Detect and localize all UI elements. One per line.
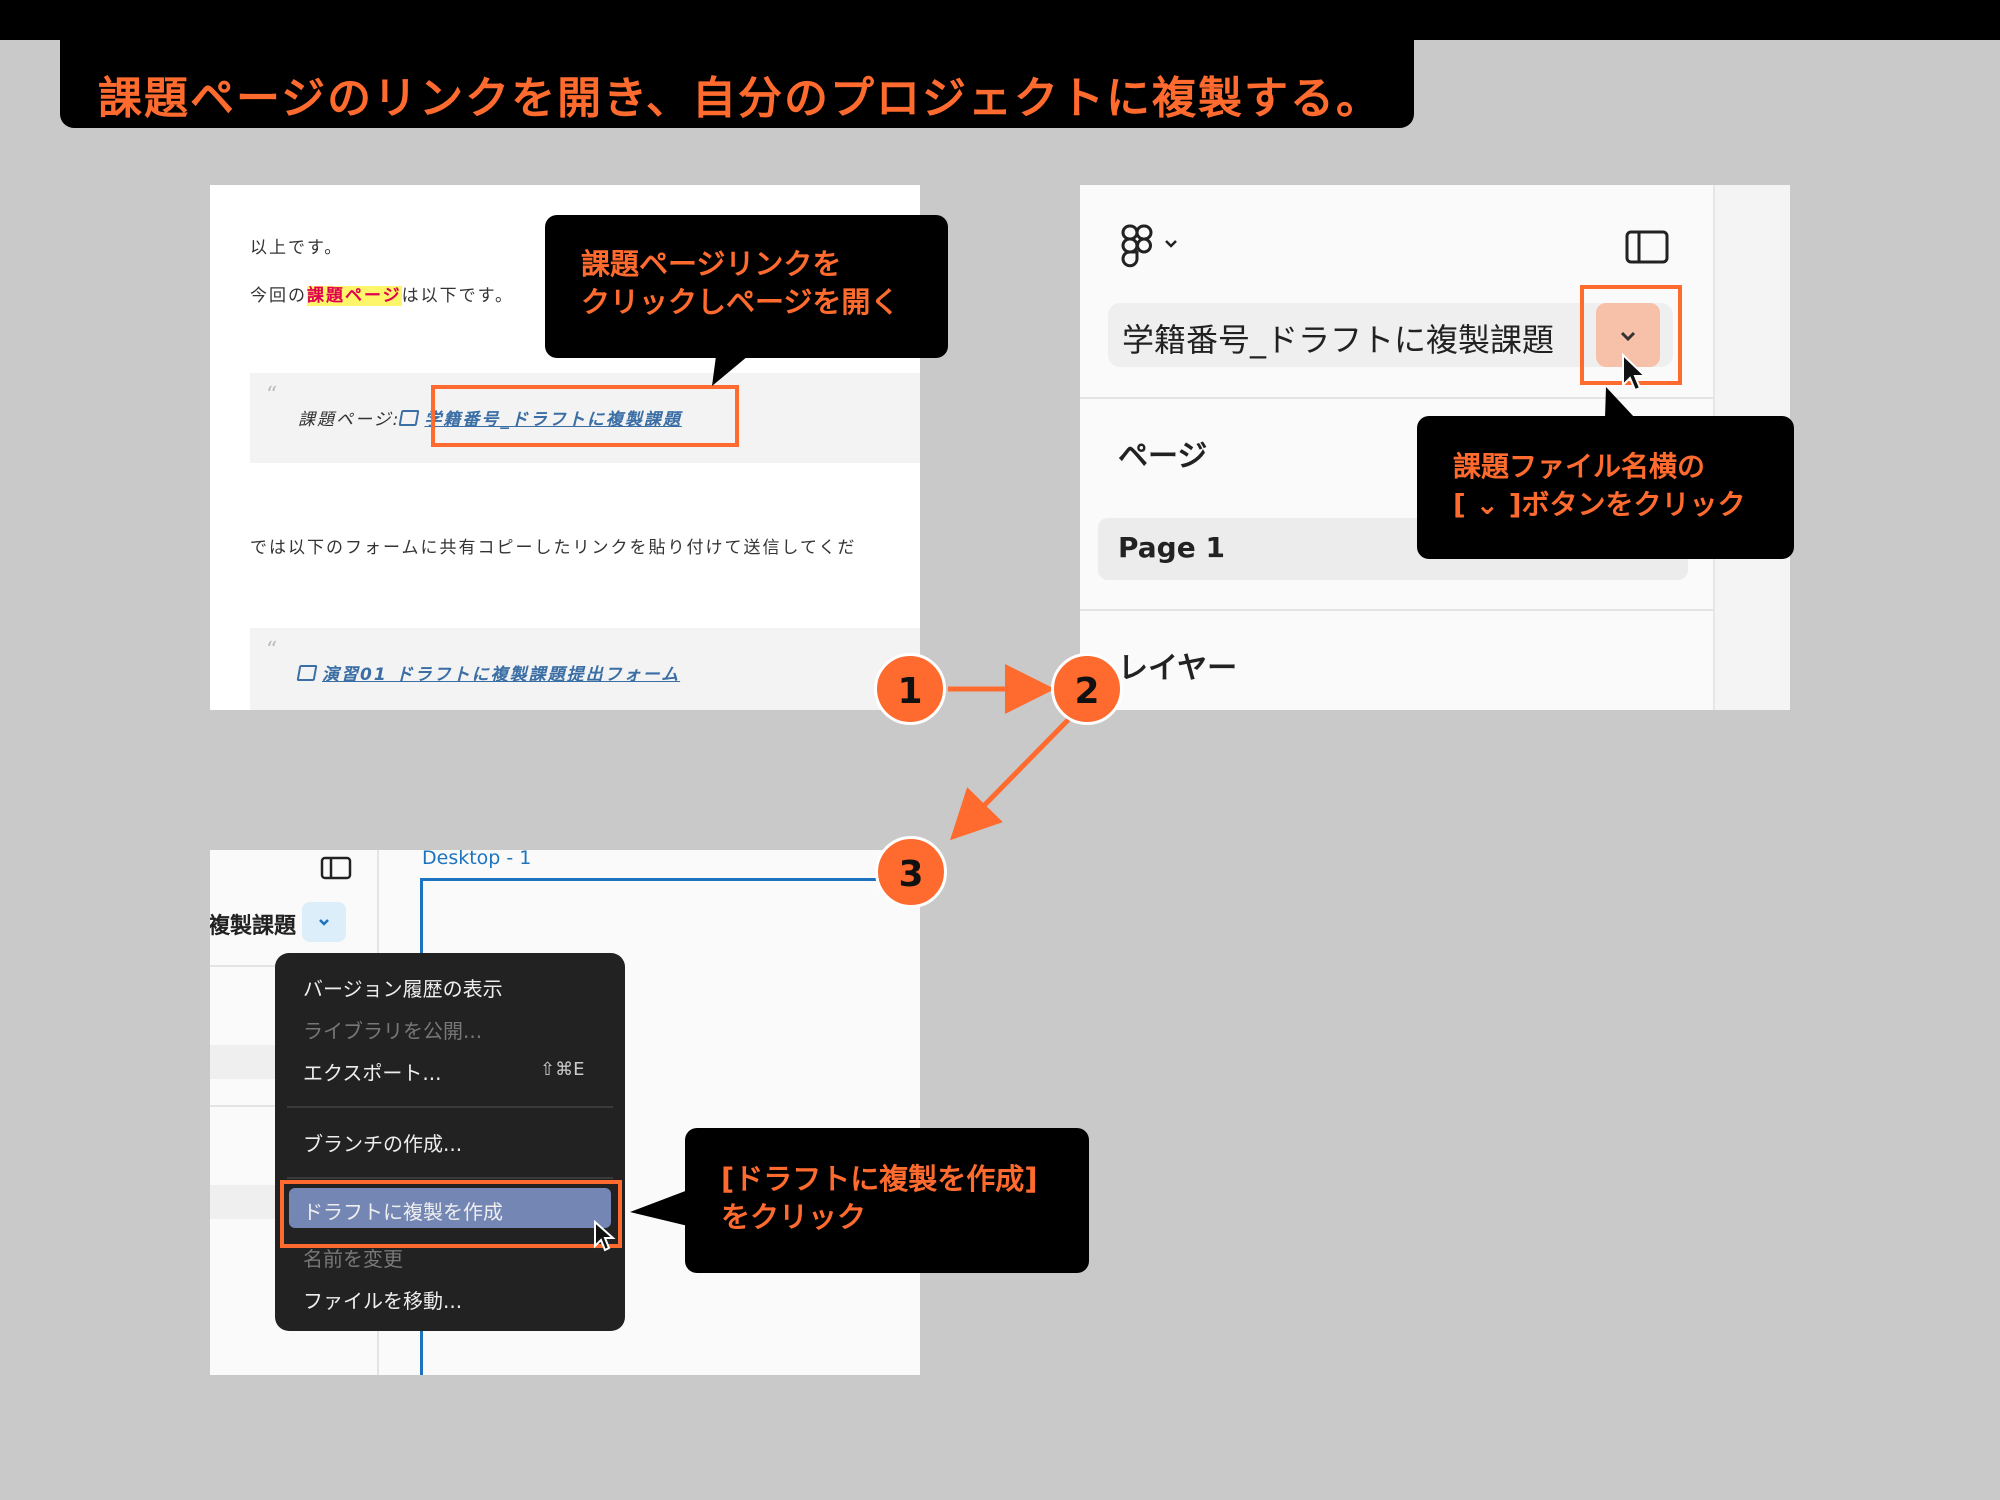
menu-item-export[interactable]: エクスポート... — [303, 1061, 442, 1085]
link-highlight-box — [431, 385, 739, 447]
step-badge-2: 2 — [1051, 653, 1123, 725]
file-menu-chevron-button[interactable] — [302, 902, 346, 942]
sidebar-toggle-icon[interactable] — [320, 856, 352, 882]
menu-item-move-file[interactable]: ファイルを移動... — [303, 1289, 463, 1313]
pages-label: ページ — [1118, 439, 1208, 474]
chevron-down-icon — [1620, 331, 1636, 342]
doc-line-3: では以下のフォームに共有コピーしたリンクを貼り付けて送信してくだ — [250, 538, 857, 558]
callout-3-line-1: [ドラフトに複製を作成] — [721, 1162, 1038, 1196]
callout-1-line-2: クリックしページを開く — [581, 285, 900, 319]
export-shortcut: ⇧⌘E — [540, 1059, 585, 1080]
quote-1-label: 課題ページ: — [298, 410, 401, 430]
divider — [1080, 397, 1713, 399]
callout-3-line-2: をクリック — [721, 1200, 867, 1234]
figma-logo-icon[interactable] — [1120, 223, 1190, 273]
figma-menu-panel: 複製課題 Desktop - 1 バージョン履歴の表示 ライブラリを公開... … — [210, 850, 920, 1375]
file-name: 学籍番号_ドラフトに複製課題 — [1122, 321, 1555, 359]
mouse-cursor-icon — [594, 1220, 616, 1252]
callout-2-tail — [1605, 387, 1635, 418]
layers-label: レイヤー — [1118, 651, 1238, 686]
callout-2-line-1: 課題ファイル名横の — [1453, 450, 1706, 483]
doc-line-2: 今回の課題ページは以下です。 — [250, 281, 514, 306]
step-badge-1: 1 — [874, 653, 946, 725]
file-name-partial: 複製課題 — [210, 914, 297, 939]
assignment-page-link[interactable]: 学籍番号_ドラフトに複製課題 — [424, 410, 682, 430]
file-name-bar: 学籍番号_ドラフトに複製課題 — [1108, 303, 1673, 367]
menu-item-publish-library: ライブラリを公開... — [303, 1019, 483, 1043]
callout-3-tail — [630, 1190, 688, 1226]
step-badge-3: 3 — [875, 836, 947, 908]
page-item-label: Page 1 — [1118, 531, 1225, 564]
title-banner: 課題ページのリンクを開き、自分のプロジェクトに複製する。 — [60, 28, 1414, 128]
quote-2-content: 演習01 ドラフトに複製課題提出フォーム — [296, 660, 681, 685]
callout-1-tail — [712, 356, 748, 386]
callout-open-link: 課題ページリンクを クリックしページを開く — [545, 215, 948, 358]
duplicate-highlight-box — [280, 1180, 622, 1248]
callout-1-line-1: 課題ページリンクを — [581, 247, 842, 281]
menu-item-duplicate-label: ドラフトに複製を作成 — [303, 1200, 503, 1224]
doc-line-2-prefix: 今回の — [250, 286, 307, 306]
file-menu-chevron-button[interactable] — [1596, 303, 1660, 367]
callout-2-line-2: [ ⌄ ]ボタンをクリック — [1453, 488, 1746, 521]
callout-click-chevron: 課題ファイル名横の [ ⌄ ]ボタンをクリック — [1417, 416, 1794, 559]
doc-line-1: 以上です。 — [250, 238, 344, 258]
menu-item-rename: 名前を変更 — [303, 1247, 403, 1271]
arrow-step-2-to-3 — [949, 716, 1072, 841]
quote-mark-icon: “ — [266, 383, 278, 408]
menu-item-create-branch[interactable]: ブランチの作成... — [303, 1132, 463, 1156]
doc-line-2-suffix: は以下です。 — [401, 286, 514, 306]
chevron-down-icon — [319, 919, 329, 926]
menu-separator — [287, 1106, 613, 1108]
page-title: 課題ページのリンクを開き、自分のプロジェクトに複製する。 — [98, 73, 1383, 124]
menu-separator — [287, 1177, 613, 1179]
highlight-assignment-page: 課題ページ — [307, 286, 402, 306]
quote-block-2: “ 演習01 ドラフトに複製課題提出フォーム — [250, 628, 920, 710]
file-context-menu: バージョン履歴の表示 ライブラリを公開... エクスポート... ⇧⌘E ブラン… — [275, 953, 625, 1331]
sidebar-toggle-icon[interactable] — [1625, 230, 1669, 264]
mouse-cursor-icon — [1622, 353, 1648, 392]
divider — [1080, 609, 1713, 611]
quote-1-content: 課題ページ: 学籍番号_ドラフトに複製課題 — [298, 405, 682, 430]
menu-item-version-history[interactable]: バージョン履歴の表示 — [303, 977, 503, 1001]
menu-item-duplicate-to-drafts[interactable]: ドラフトに複製を作成 — [289, 1188, 611, 1228]
frame-label: Desktop - 1 — [422, 850, 532, 869]
callout-duplicate-to-drafts: [ドラフトに複製を作成] をクリック — [685, 1128, 1089, 1273]
quote-mark-icon: “ — [266, 638, 278, 663]
submission-form-link[interactable]: 演習01 ドラフトに複製課題提出フォーム — [322, 665, 681, 685]
